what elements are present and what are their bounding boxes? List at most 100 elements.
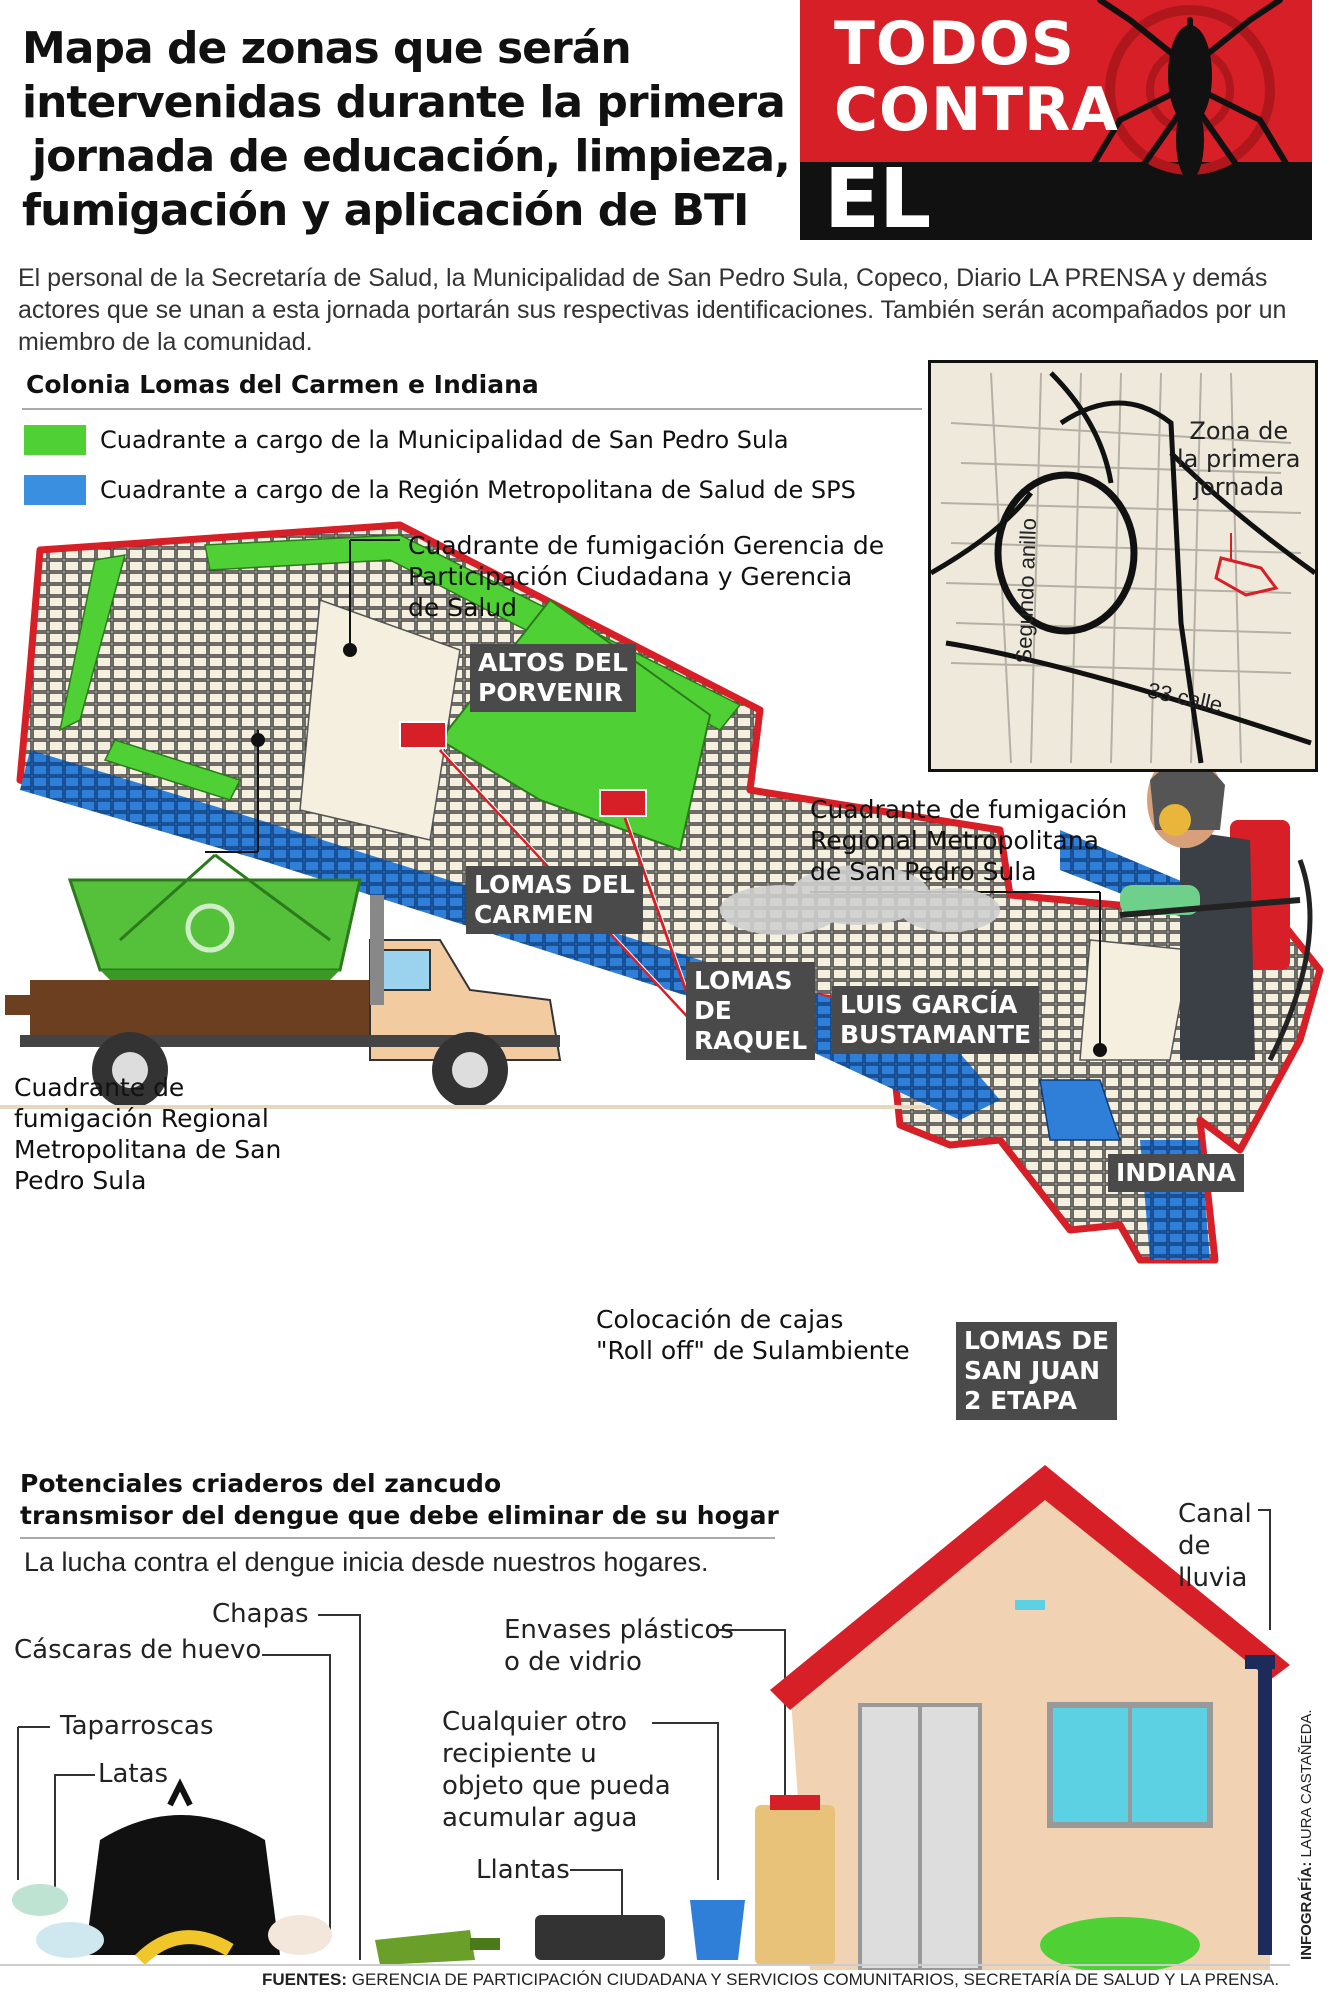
- section-divider: [20, 1537, 775, 1539]
- title-line: Mapa de zonas que serán: [22, 23, 632, 74]
- bush-icon: [1040, 1917, 1200, 1970]
- criaderos-title: Potenciales criaderos del zancudo transm…: [20, 1468, 779, 1532]
- inset-locator-map: Zona de la primera jornada Segundo anill…: [928, 360, 1318, 772]
- callout-rolloff: Colocación de cajas "Roll off" de Sulamb…: [596, 1304, 910, 1366]
- label-line: acumular agua: [442, 1803, 638, 1833]
- tag-line: ALTOS DEL: [478, 648, 628, 677]
- callout-line: Participación Ciudadana y Gerencia: [408, 562, 853, 591]
- neighborhood-altos-del-porvenir: ALTOS DEL PORVENIR: [470, 644, 636, 712]
- callout-line: de San Pedro Sula: [810, 857, 1037, 886]
- neighborhood-indiana: INDIANA: [1108, 1154, 1244, 1192]
- tag-line: SAN JUAN: [964, 1356, 1101, 1385]
- legend-label: Cuadrante a cargo de la Municipalidad de…: [100, 426, 789, 454]
- tag-line: CARMEN: [474, 900, 594, 929]
- house-illustration: [770, 1465, 1290, 1970]
- legend-item: Cuadrante a cargo de la Región Metropoli…: [24, 470, 856, 510]
- intro-text: El personal de la Secretaría de Salud, l…: [18, 264, 1287, 356]
- rolloff-box-icon: [399, 721, 647, 817]
- neighborhood-lomas-de-san-juan: LOMAS DE SAN JUAN 2 ETAPA: [956, 1322, 1118, 1420]
- callout-line: Colocación de cajas: [596, 1305, 844, 1334]
- criaderos-title-line: transmisor del dengue que debe eliminar …: [20, 1501, 779, 1530]
- sources-footer: FUENTES: GERENCIA DE PARTICIPACIÓN CIUDA…: [262, 1970, 1279, 1990]
- campaign-banner: TODOS CONTRA EL DENGUE: [800, 0, 1312, 240]
- tag-line: LUIS GARCÍA: [840, 990, 1018, 1019]
- banner-line-2: CONTRA: [834, 75, 1119, 145]
- green-zone-left: [58, 554, 127, 732]
- bottle-icon: [375, 1930, 475, 1965]
- label-line: recipiente u: [442, 1739, 597, 1769]
- blue-zone-strip: [20, 750, 1000, 1120]
- legend-swatch-blue: [24, 475, 86, 505]
- open-area: [299, 598, 461, 841]
- callout-line: fumigación Regional: [14, 1104, 269, 1133]
- legend-label: Cuadrante a cargo de la Región Metropoli…: [100, 476, 856, 504]
- tire-icon: [535, 1915, 665, 1960]
- inset-roads: [931, 371, 1315, 764]
- banner-line-3: EL DENGUE: [824, 152, 1202, 241]
- tag-line: DE: [694, 996, 732, 1025]
- banana-peel-icon: [135, 1930, 234, 1966]
- callout-regional-right: Cuadrante de fumigación Regional Metropo…: [810, 794, 1127, 887]
- inset-zone-line: Zona de: [1189, 417, 1289, 445]
- bottle-cap-icon: [36, 1922, 104, 1958]
- neighborhood-luis-garcia-bustamante: LUIS GARCÍA BUSTAMANTE: [832, 986, 1040, 1054]
- fumigation-cloud: [720, 865, 1000, 935]
- tag-line: RAQUEL: [694, 1026, 808, 1055]
- criaderos-title-line: Potenciales criaderos del zancudo: [20, 1469, 502, 1498]
- callout-line: Cuadrante de fumigación Gerencia de: [408, 531, 885, 560]
- label-taparroscas: Taparroscas: [60, 1711, 214, 1741]
- credit-label: INFOGRAFÍA:: [1298, 1861, 1315, 1960]
- container-icon: [755, 1805, 835, 1965]
- legend-swatch-green: [24, 425, 86, 455]
- callout-line: Cuadrante de: [14, 1073, 185, 1102]
- label-otro-recipiente: Cualquier otro recipiente u objeto que p…: [442, 1706, 671, 1834]
- title-line: intervenidas durante la primera: [22, 77, 786, 128]
- sources-text: GERENCIA DE PARTICIPACIÓN CIUDADANA Y SE…: [351, 1970, 1280, 1989]
- neighborhood-lomas-del-carmen: LOMAS DEL CARMEN: [466, 866, 643, 934]
- criaderos-subtitle: La lucha contra el dengue inicia desde n…: [24, 1547, 709, 1577]
- callout-line: Pedro Sula: [14, 1166, 147, 1195]
- sources-label: FUENTES:: [262, 1970, 347, 1989]
- blue-zone-indiana: [1039, 1079, 1122, 1141]
- inset-zone-line: la primera: [1177, 445, 1301, 473]
- section-divider: [22, 408, 922, 410]
- bucket-icon: [690, 1900, 745, 1960]
- eggshell-icon: [268, 1915, 332, 1955]
- legend-item: Cuadrante a cargo de la Municipalidad de…: [24, 420, 856, 460]
- label-llantas: Llantas: [476, 1855, 570, 1885]
- inset-road-segundo-anillo: Segundo anillo: [1011, 517, 1042, 664]
- fumigator-person-illustration: [1119, 752, 1313, 1062]
- can-icon: [12, 1884, 68, 1916]
- label-line: o de vidrio: [504, 1647, 642, 1677]
- label-cascaras: Cáscaras de huevo: [14, 1635, 262, 1665]
- open-area-indiana: [1079, 939, 1191, 1061]
- callout-line: "Roll off" de Sulambiente: [596, 1336, 910, 1365]
- label-canal: Canal de lluvia: [1178, 1498, 1252, 1594]
- title-line: fumigación y aplicación de BTI: [22, 185, 749, 236]
- label-chapas: Chapas: [212, 1599, 309, 1629]
- callout-line: Cuadrante de fumigación: [810, 795, 1128, 824]
- callout-line: Regional Metropolitana: [810, 826, 1099, 855]
- label-line: de: [1178, 1531, 1211, 1561]
- tag-line: LOMAS DEL: [474, 870, 635, 899]
- green-zone-block: [103, 739, 242, 801]
- label-line: Envases plásticos: [504, 1615, 734, 1645]
- tag-line: BUSTAMANTE: [840, 1020, 1032, 1049]
- title-line: jornada de educación, limpieza,: [32, 131, 791, 182]
- label-line: lluvia: [1178, 1563, 1248, 1593]
- label-line: Cualquier otro: [442, 1707, 628, 1737]
- credit-name: LAURA CASTAÑEDA.: [1298, 1709, 1315, 1858]
- label-envases: Envases plásticos o de vidrio: [504, 1614, 734, 1678]
- label-line: Canal: [1178, 1499, 1252, 1529]
- neighborhood-lomas-de-raquel: LOMAS DE RAQUEL: [686, 962, 816, 1060]
- tag-line: 2 ETAPA: [964, 1386, 1078, 1415]
- tag-line: LOMAS DE: [964, 1326, 1110, 1355]
- label-line: objeto que pueda: [442, 1771, 671, 1801]
- callout-gerencia: Cuadrante de fumigación Gerencia de Part…: [408, 530, 884, 623]
- tag-line: PORVENIR: [478, 678, 623, 707]
- tag-line: LOMAS: [694, 966, 793, 995]
- callout-line: de Salud: [408, 593, 518, 622]
- inset-zone-line: jornada: [1193, 473, 1285, 501]
- callout-regional-left: Cuadrante de fumigación Regional Metropo…: [14, 1072, 281, 1196]
- rolloff-truck-illustration: [0, 853, 930, 1109]
